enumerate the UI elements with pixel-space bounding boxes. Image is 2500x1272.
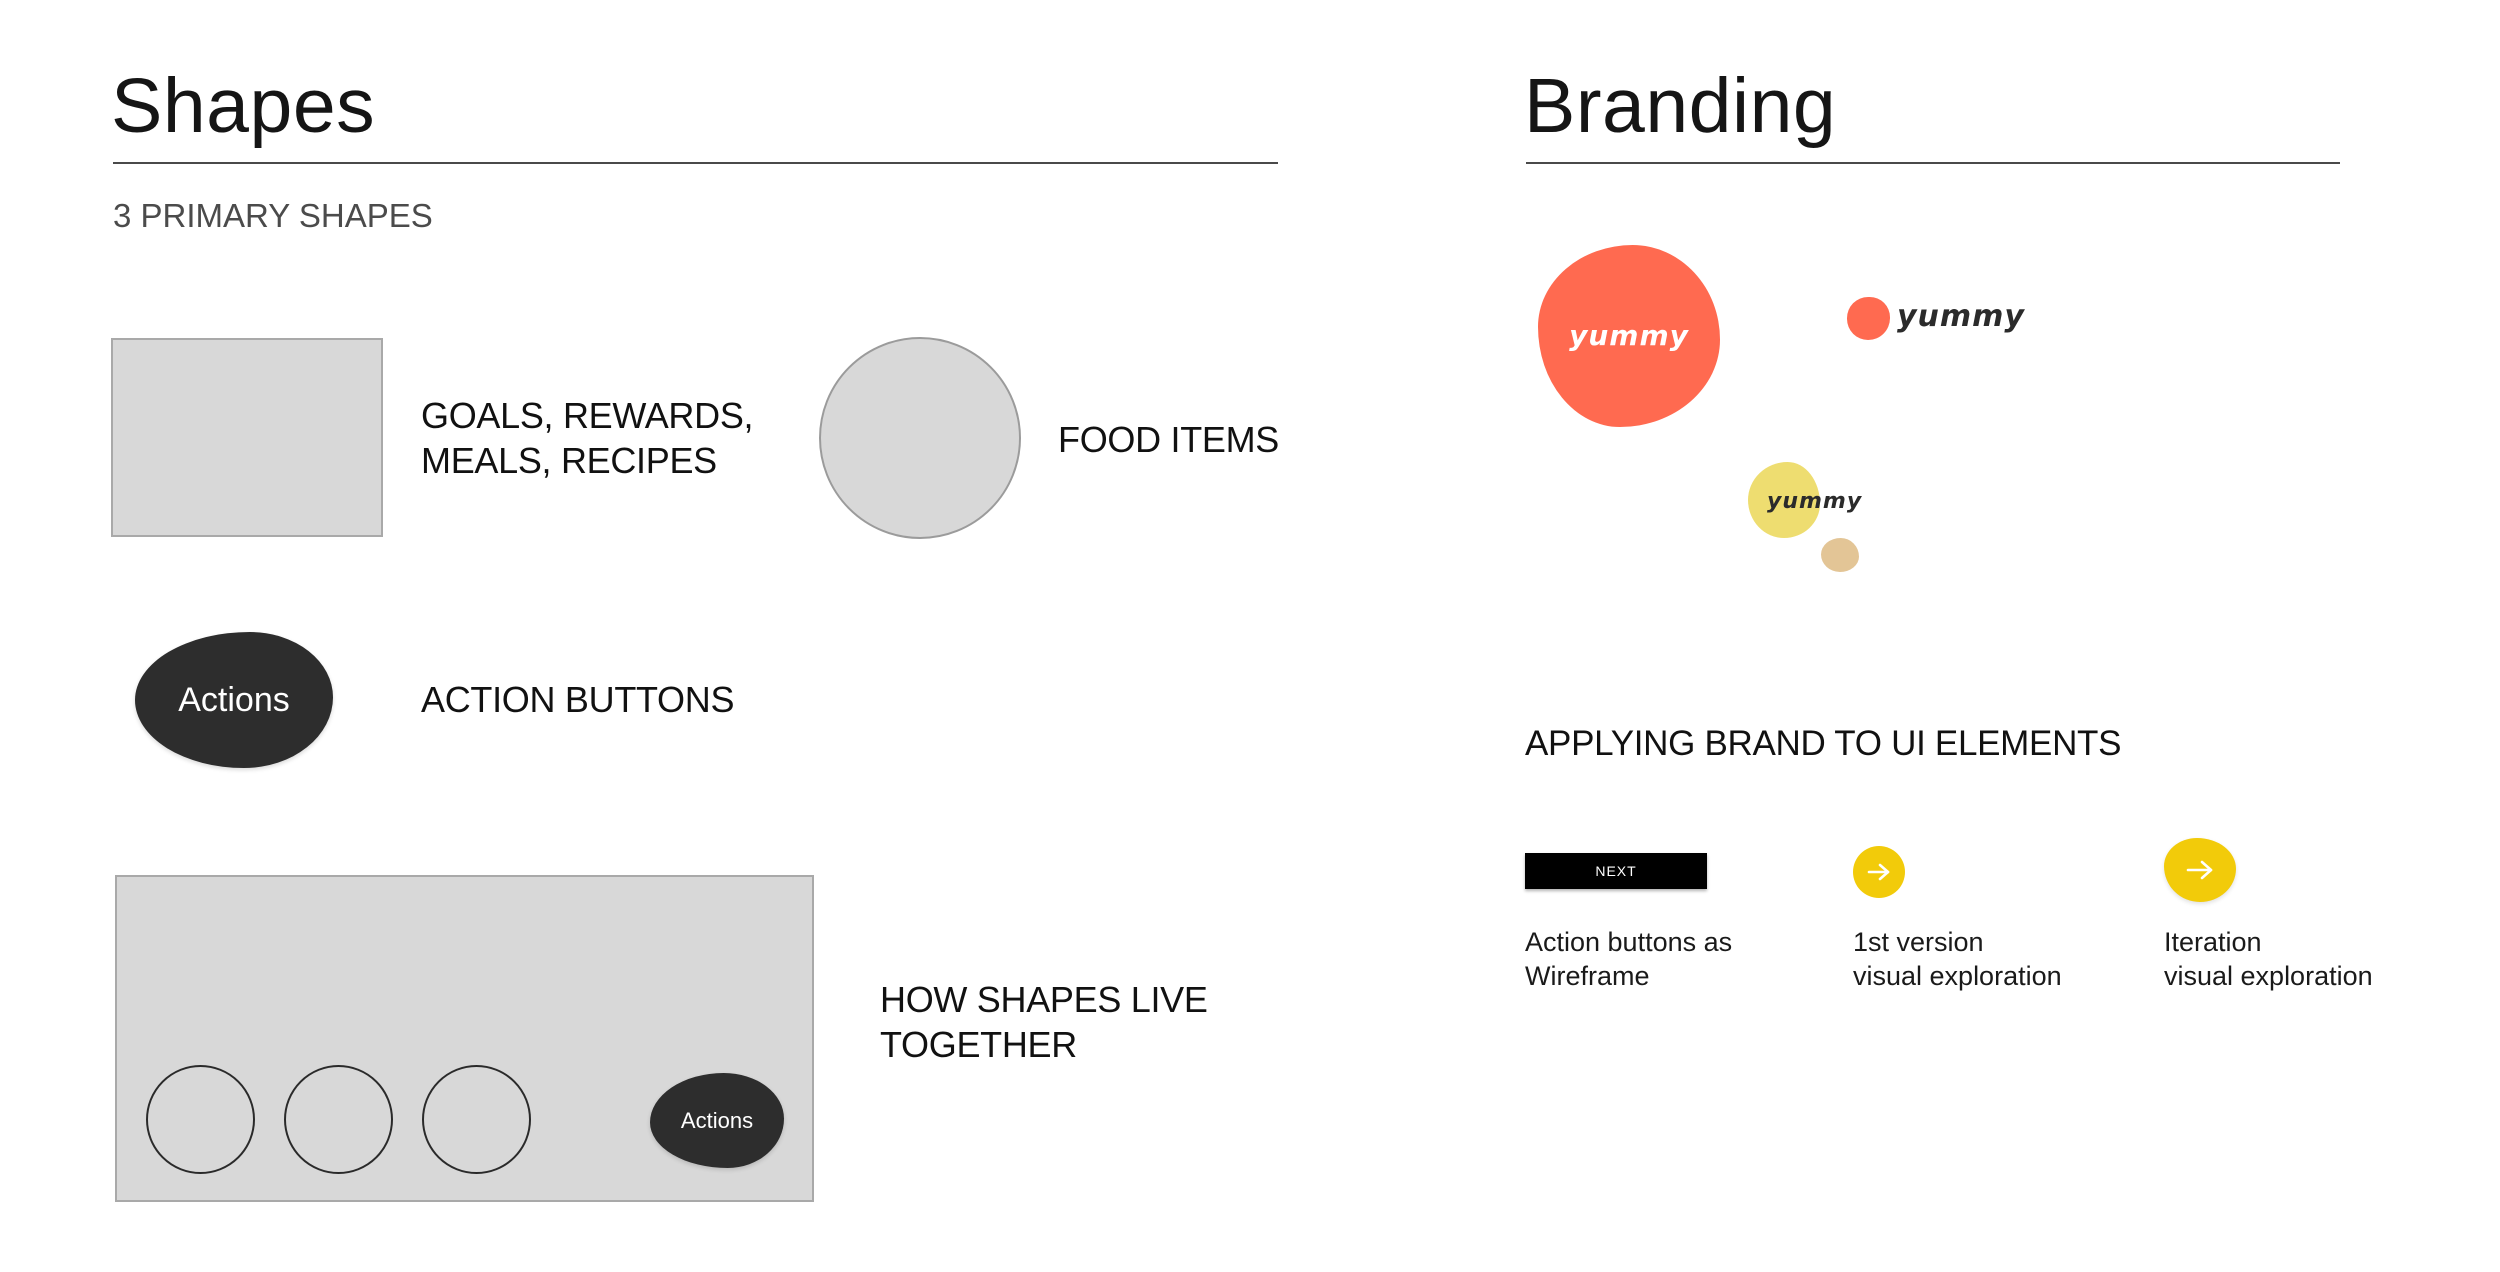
shapes-subtitle: 3 PRIMARY SHAPES (113, 197, 433, 234)
action-buttons-label: ACTION BUTTONS (421, 679, 735, 720)
yummy-logo-large: yummy (1538, 245, 1720, 427)
shapes-divider (113, 162, 1278, 164)
yummy-wordmark: yummy (1767, 489, 1863, 514)
tan-accent-blob (1821, 538, 1859, 572)
arrow-right-icon (1867, 863, 1890, 881)
yummy-dot-logo (1847, 297, 1890, 340)
food-item-circle (146, 1065, 255, 1174)
v1-caption: 1st version visual exploration (1853, 927, 2062, 991)
yummy-wordmark: yummy (1569, 319, 1689, 352)
food-item-circle (422, 1065, 531, 1174)
actions-button-label: Actions (178, 680, 290, 719)
actions-button-label: Actions (680, 1107, 754, 1133)
next-button-iteration[interactable] (2164, 838, 2236, 902)
yummy-yellow-blob (1748, 462, 1820, 538)
wireframe-caption: Action buttons as Wireframe (1525, 927, 1733, 991)
rectangle-shape (111, 338, 383, 537)
iteration-caption: Iteration visual exploration (2164, 927, 2373, 991)
applying-brand-heading: APPLYING BRAND TO UI ELEMENTS (1525, 724, 2122, 763)
yummy-wordmark: yummy (1897, 299, 2025, 334)
next-button-v1[interactable] (1853, 846, 1905, 898)
actions-blob-button-small[interactable]: Actions (650, 1073, 784, 1168)
actions-blob-button[interactable]: Actions (135, 632, 333, 768)
rectangle-shape-label: GOALS, REWARDS, MEALS, RECIPES (421, 395, 754, 481)
circle-shape (819, 337, 1021, 539)
next-button-wireframe[interactable]: NEXT (1525, 853, 1707, 889)
branding-divider (1526, 162, 2340, 164)
next-button-label: NEXT (1595, 863, 1637, 879)
food-item-circle (284, 1065, 393, 1174)
shapes-title: Shapes (111, 63, 376, 149)
branding-title: Branding (1524, 63, 1837, 149)
how-shapes-live-together-label: HOW SHAPES LIVE TOGETHER (880, 979, 1208, 1065)
circle-shape-label: FOOD ITEMS (1058, 419, 1279, 460)
arrow-right-icon (2186, 860, 2213, 880)
